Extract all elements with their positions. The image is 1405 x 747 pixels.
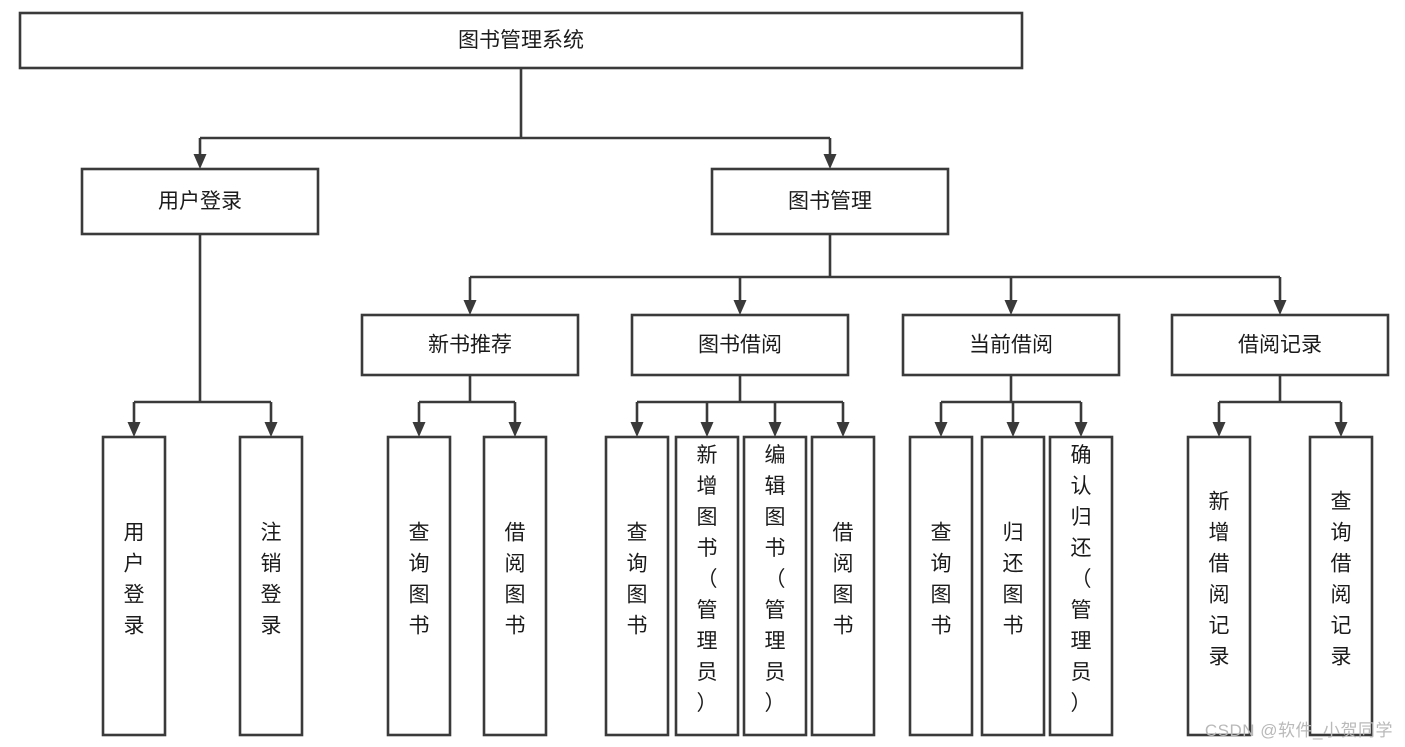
arrow-head-icon-borrow-records — [1273, 300, 1287, 315]
node-user-login[interactable]: 用户登录 — [80, 167, 320, 236]
arrow-head-icon-leaf-add-borrow-record — [1212, 422, 1226, 437]
arrow-head-icon-leaf-borrow-book-recommend — [508, 422, 522, 437]
node-leaf-query-book-borrow[interactable]: 查询图书 — [604, 435, 670, 737]
arrow-head-icon-book-borrow — [733, 300, 747, 315]
node-label-leaf-query-book-recommend: 查询图书 — [409, 522, 430, 638]
arrow-head-icon-leaf-return-book — [1006, 422, 1020, 437]
node-label-current-borrow: 当前借阅 — [969, 334, 1053, 357]
arrow-head-icon-leaf-user-login — [127, 422, 141, 437]
node-leaf-confirm-return-admin[interactable]: 确认归还（管理员） — [1048, 435, 1114, 737]
node-box-leaf-return-book — [980, 435, 1046, 737]
node-leaf-return-book[interactable]: 归还图书 — [980, 435, 1046, 737]
connectors-layer — [127, 68, 1348, 437]
node-label-root: 图书管理系统 — [458, 29, 584, 52]
node-box-book-manage — [710, 167, 950, 236]
node-label-book-manage: 图书管理 — [788, 190, 872, 213]
node-leaf-borrow-book-recommend[interactable]: 借阅图书 — [482, 435, 548, 737]
node-root[interactable]: 图书管理系统 — [18, 11, 1024, 70]
node-box-leaf-borrow-book-recommend — [482, 435, 548, 737]
node-label-borrow-records: 借阅记录 — [1238, 334, 1322, 357]
node-label-leaf-add-borrow-record: 新增借阅记录 — [1209, 491, 1230, 669]
node-label-leaf-query-book-borrow: 查询图书 — [627, 522, 648, 638]
arrow-head-icon-user-login — [193, 154, 207, 169]
arrow-head-icon-current-borrow — [1004, 300, 1018, 315]
node-new-book-recommend[interactable]: 新书推荐 — [360, 313, 580, 377]
node-box-leaf-confirm-return-admin — [1048, 435, 1114, 737]
node-label-leaf-edit-book-admin: 编辑图书（管理员） — [765, 444, 786, 715]
node-leaf-query-book-recommend[interactable]: 查询图书 — [386, 435, 452, 737]
arrow-head-icon-leaf-edit-book-admin — [768, 422, 782, 437]
node-box-book-borrow — [630, 313, 850, 377]
node-label-leaf-add-book-admin: 新增图书（管理员） — [697, 444, 718, 715]
arrow-head-icon-leaf-query-book-borrow — [630, 422, 644, 437]
node-leaf-edit-book-admin[interactable]: 编辑图书（管理员） — [742, 435, 808, 737]
arrow-head-icon-leaf-logout — [264, 422, 278, 437]
node-box-leaf-query-book-current — [908, 435, 974, 737]
node-label-leaf-logout: 注销登录 — [261, 522, 282, 638]
arrow-head-icon-book-manage — [823, 154, 837, 169]
node-label-new-book-recommend: 新书推荐 — [428, 334, 512, 357]
node-leaf-borrow-book[interactable]: 借阅图书 — [810, 435, 876, 737]
node-label-leaf-query-borrow-record: 查询借阅记录 — [1331, 491, 1352, 669]
node-box-root — [18, 11, 1024, 70]
node-box-leaf-query-book-recommend — [386, 435, 452, 737]
node-label-leaf-borrow-book: 借阅图书 — [833, 522, 854, 638]
node-current-borrow[interactable]: 当前借阅 — [901, 313, 1121, 377]
arrow-head-icon-leaf-query-borrow-record — [1334, 422, 1348, 437]
node-box-borrow-records — [1170, 313, 1390, 377]
node-box-leaf-query-book-borrow — [604, 435, 670, 737]
node-leaf-user-login[interactable]: 用户登录 — [101, 435, 167, 737]
node-label-user-login: 用户登录 — [158, 190, 242, 213]
arrow-head-icon-leaf-borrow-book — [836, 422, 850, 437]
arrow-head-icon-leaf-confirm-return-admin — [1074, 422, 1088, 437]
nodes-layer: 图书管理系统用户登录图书管理新书推荐图书借阅当前借阅借阅记录用户登录注销登录查询… — [18, 11, 1390, 737]
node-label-leaf-query-book-current: 查询图书 — [931, 522, 952, 638]
arrow-head-icon-leaf-query-book-recommend — [412, 422, 426, 437]
node-box-leaf-add-borrow-record — [1186, 435, 1252, 737]
node-label-leaf-borrow-book-recommend: 借阅图书 — [505, 522, 526, 638]
node-label-leaf-confirm-return-admin: 确认归还（管理员） — [1071, 444, 1092, 715]
node-leaf-add-book-admin[interactable]: 新增图书（管理员） — [674, 435, 740, 737]
arrow-head-icon-leaf-add-book-admin — [700, 422, 714, 437]
node-box-current-borrow — [901, 313, 1121, 377]
node-leaf-query-borrow-record[interactable]: 查询借阅记录 — [1308, 435, 1374, 737]
node-leaf-query-book-current[interactable]: 查询图书 — [908, 435, 974, 737]
node-box-leaf-user-login — [101, 435, 167, 737]
node-leaf-logout[interactable]: 注销登录 — [238, 435, 304, 737]
arrow-head-icon-new-book-recommend — [463, 300, 477, 315]
node-box-new-book-recommend — [360, 313, 580, 377]
node-borrow-records[interactable]: 借阅记录 — [1170, 313, 1390, 377]
node-label-leaf-user-login: 用户登录 — [124, 522, 145, 638]
node-leaf-add-borrow-record[interactable]: 新增借阅记录 — [1186, 435, 1252, 737]
node-book-borrow[interactable]: 图书借阅 — [630, 313, 850, 377]
node-label-leaf-return-book: 归还图书 — [1003, 522, 1024, 638]
arrow-head-icon-leaf-query-book-current — [934, 422, 948, 437]
node-box-leaf-logout — [238, 435, 304, 737]
node-box-leaf-borrow-book — [810, 435, 876, 737]
node-label-book-borrow: 图书借阅 — [698, 334, 782, 357]
node-box-leaf-edit-book-admin — [742, 435, 808, 737]
node-book-manage[interactable]: 图书管理 — [710, 167, 950, 236]
node-box-leaf-query-borrow-record — [1308, 435, 1374, 737]
node-box-leaf-add-book-admin — [674, 435, 740, 737]
node-box-user-login — [80, 167, 320, 236]
